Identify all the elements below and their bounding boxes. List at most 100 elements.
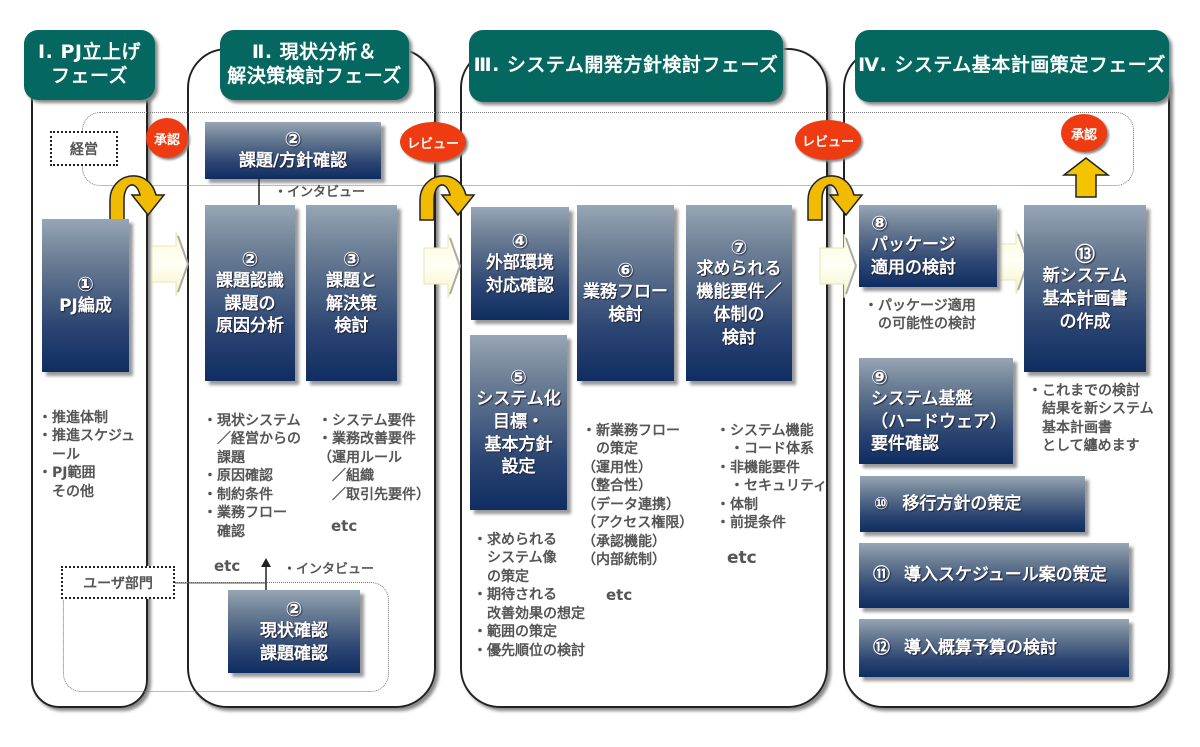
- phase-3-notes-t6-etc: etc: [606, 586, 633, 604]
- task-3-line-2: 解決策: [326, 293, 377, 314]
- task-9-number: ⑨: [871, 364, 888, 389]
- phase-4-notes-t13: ・これまでの検討 結果を新システム 基本計画書 として纏めます: [1028, 383, 1154, 455]
- task-9-line-1: システム基盤: [871, 388, 973, 409]
- task-6-line-2: 検討: [608, 305, 643, 325]
- task-8-package-application[interactable]: ⑧ パッケージ 適用の検討: [859, 205, 997, 287]
- task-1-number: ①: [77, 272, 94, 297]
- approval-badge-1: 承認: [146, 118, 188, 158]
- task-2-current-state-check[interactable]: ② 現状確認 課題確認: [228, 590, 360, 673]
- task-2-line-1: 課題認識: [216, 270, 284, 291]
- task-12-label: 導入概算予算の検討: [904, 637, 1057, 658]
- task-11-label: 導入スケジュール案の策定: [904, 565, 1107, 586]
- task-8-number: ⑧: [871, 211, 888, 236]
- phase-2-notes-right-etc: etc: [331, 517, 358, 535]
- flow-arrow-2-3: [423, 233, 461, 299]
- task-4-line-1: 外部環境: [486, 252, 554, 273]
- task-9-system-infrastructure[interactable]: ⑨ システム基盤 （ハードウェア） 要件確認: [859, 358, 1013, 464]
- task-7-line-1: 求められる: [696, 259, 782, 280]
- task-5-system-goals[interactable]: ⑤ システム化 目標・ 基本方針 設定: [470, 335, 567, 510]
- task-7-line-3: 体制の: [713, 305, 765, 325]
- task-13-line-3: の作成: [1059, 311, 1111, 332]
- task-2-number: ②: [241, 246, 259, 271]
- review-badge-1: レビュー: [400, 122, 466, 162]
- phase-2-header: Ⅱ. 現状分析＆ 解決策検討フェーズ: [220, 30, 409, 100]
- task-2-user-line-1: 現状確認: [260, 620, 328, 641]
- task-1-label: PJ編成: [59, 296, 112, 317]
- task-7-functional-requirements[interactable]: ⑦ 求められる 機能要件／ 体制の 検討: [686, 205, 792, 381]
- flow-arrow-3-4: [819, 233, 857, 299]
- task-12-budget-estimate[interactable]: ⑫ 導入概算予算の検討: [859, 619, 1129, 677]
- user-dept-label: ユーザ部門: [61, 566, 175, 599]
- task-2-mgmt-number: ②: [284, 127, 302, 152]
- phase-3-notes-t7-etc: etc: [727, 548, 757, 568]
- task-6-number: ⑥: [617, 258, 634, 283]
- task-10-migration-policy[interactable]: ⑩ 移行方針の策定: [860, 476, 1085, 532]
- phase-4-notes-t8: ・パッケージ適用 の可能性の検討: [864, 298, 976, 333]
- task-5-line-3: 基本方針: [484, 434, 553, 455]
- phase-1-title-line-2: フェーズ: [50, 65, 129, 87]
- task-4-number: ④: [511, 228, 529, 253]
- flow-arrow-1-2: [151, 231, 189, 297]
- task-3-number: ③: [343, 246, 360, 271]
- review-badge-2: レビュー: [795, 120, 861, 160]
- phase-2-notes-right: ・システム要件 ・業務改善要件 （運用ルール ／組織 ／取引先要件）: [318, 413, 430, 503]
- task-8-line-2: 適用の検討: [871, 258, 956, 278]
- task-7-line-4: 検討: [722, 327, 756, 348]
- task-6-line-1: 業務フロー: [583, 282, 668, 303]
- task-4-external-env[interactable]: ④ 外部環境 対応確認: [471, 207, 569, 320]
- task-9-line-2: （ハードウェア）: [871, 411, 1007, 432]
- task-8-line-1: パッケージ: [871, 235, 956, 256]
- phase-4-title: Ⅳ. システム基本計画策定フェーズ: [858, 54, 1166, 77]
- task-4-line-2: 対応確認: [486, 275, 554, 296]
- up-arrow-approval: [1061, 157, 1111, 198]
- task-3-issue-solution[interactable]: ③ 課題と 解決策 検討: [306, 205, 397, 381]
- phase-2-notes-left-etc: etc: [214, 557, 241, 575]
- task-10-label: 移行方針の策定: [902, 493, 1022, 514]
- task-2-user-number: ②: [285, 596, 303, 621]
- interview-label-bottom: ・インタビュー: [283, 562, 375, 577]
- phase-3-notes-t5: ・求められる システム像 の策定 ・期待される 改善効果の想定 ・範囲の策定 ・…: [473, 532, 585, 659]
- task-5-line-2: 目標・: [493, 411, 544, 432]
- phase-2-notes-left: ・現状システム ／経営からの 課題 ・原因確認 ・制約条件 ・業務フロー 確認: [203, 413, 301, 540]
- task-2-line-2: 課題の: [224, 293, 276, 314]
- phase-1-title-line-1: Ⅰ. PJ立上げ: [38, 41, 141, 64]
- task-2-issue-recognition[interactable]: ② 課題認識 課題の 原因分析: [205, 205, 295, 381]
- management-label: 経営: [50, 131, 118, 166]
- phase-2-title-line-1: Ⅱ. 現状分析＆: [251, 41, 378, 64]
- task-1-pj-formation[interactable]: ① PJ編成: [42, 219, 129, 372]
- phase-4-header: Ⅳ. システム基本計画策定フェーズ: [855, 30, 1169, 102]
- task-13-number: ⑬: [1075, 242, 1095, 267]
- task-13-line-2: 基本計画書: [1042, 289, 1128, 310]
- task-10-number: ⑩: [874, 493, 889, 514]
- task-7-line-2: 機能要件／: [696, 282, 782, 303]
- task-12-number: ⑫: [873, 637, 890, 658]
- task-2-issue-policy-check[interactable]: ② 課題/方針確認: [205, 122, 381, 179]
- task-5-number: ⑤: [510, 364, 527, 389]
- task-13-basic-plan-document[interactable]: ⑬ 新システム 基本計画書 の作成: [1024, 205, 1146, 372]
- task-11-schedule-plan[interactable]: ⑪ 導入スケジュール案の策定: [859, 543, 1129, 608]
- task-3-line-3: 検討: [334, 316, 369, 337]
- phase-3-notes-t7: ・システム機能 ・コード体系 ・非機能要件 ・セキュリティ ・体制 ・前提条件: [716, 423, 828, 532]
- curved-arrow-review-2: [807, 175, 864, 221]
- approval-badge-2: 承認: [1061, 114, 1107, 152]
- phase-1-header: Ⅰ. PJ立上げ フェーズ: [24, 30, 155, 100]
- task-5-line-4: 設定: [501, 457, 536, 478]
- phase-3-title: Ⅲ. システム開発方針検討フェーズ: [473, 54, 779, 77]
- phase-3-notes-t6: ・新業務フロー の策定 （運用性） （整合性） （データ連携） （アクセス権限）…: [582, 423, 694, 569]
- interview-label-top: ・インタビュー: [274, 185, 366, 200]
- task-9-line-3: 要件確認: [871, 434, 939, 455]
- task-5-line-1: システム化: [476, 388, 561, 409]
- interview-connector-bottom: [261, 558, 271, 590]
- curved-arrow-approval: [109, 175, 166, 221]
- phase-1-notes: ・推進体制 ・推進スケジュ ール ・PJ範囲 その他: [38, 410, 136, 500]
- user-dept-connector: [175, 582, 265, 584]
- phase-2-title-line-2: 解決策検討フェーズ: [227, 65, 402, 87]
- phase-3-header: Ⅲ. システム開発方針検討フェーズ: [469, 30, 783, 102]
- curved-arrow-review-1: [419, 175, 476, 221]
- task-2-line-3: 原因分析: [216, 316, 284, 337]
- task-11-number: ⑪: [873, 565, 890, 586]
- task-3-line-1: 課題と: [326, 270, 377, 291]
- task-6-business-flow[interactable]: ⑥ 業務フロー 検討: [577, 205, 674, 381]
- task-7-number: ⑦: [730, 235, 748, 260]
- task-2-user-line-2: 課題確認: [260, 643, 328, 664]
